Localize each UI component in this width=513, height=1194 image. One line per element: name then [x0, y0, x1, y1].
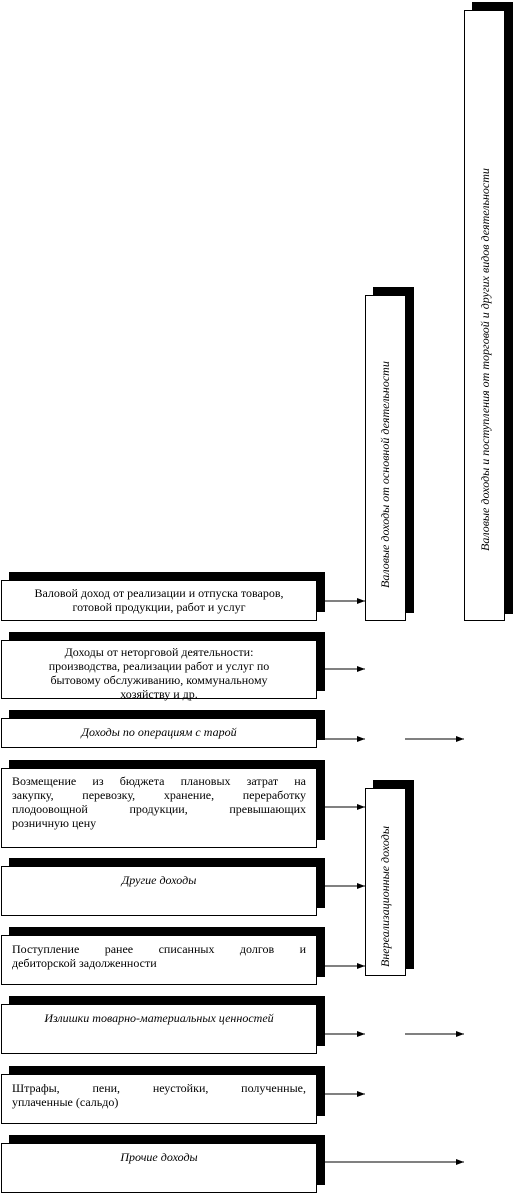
item-line: Возмещение из бюджета плановых затрат на [12, 774, 306, 788]
gross-main-box: Валовые доходы от основной деятельности [365, 295, 406, 621]
gross-main-label: Валовые доходы от основной деятельности [378, 361, 392, 588]
item-line: плодоовощной продукции, превышающих [12, 802, 306, 816]
item-line: Штрафы, пени, неустойки, полученные, [12, 1081, 306, 1095]
item-line: Доходы от неторговой деятельности: [64, 645, 254, 659]
item-line: Валовой доход от реализации и отпуска то… [34, 586, 284, 600]
item-text: Другие доходы [121, 873, 197, 887]
item-text: Излишки товарно-материальных ценностей [44, 1011, 274, 1025]
item-other-income: Другие доходы [1, 866, 317, 916]
item-non-trade: Доходы от неторговой деятельности: произ… [1, 640, 317, 701]
item-line: производства, реализации работ и услуг п… [48, 659, 270, 673]
item-gross-sales: Валовой доход от реализации и отпуска то… [1, 580, 317, 621]
gross-total-label: Валовые доходы и поступления от торговой… [478, 168, 492, 551]
item-surplus-inventory: Излишки товарно-материальных ценностей [1, 1004, 317, 1054]
item-line: готовой продукции, работ и услуг [72, 600, 246, 614]
item-container-ops: Доходы по операциям с тарой [1, 718, 317, 748]
item-line: закупку, перевозку, хранение, переработк… [12, 788, 306, 802]
non-operating-box: Внереализационные доходы [365, 788, 406, 976]
item-written-off-debts: Поступление ранее списанных долгов и деб… [1, 935, 317, 985]
non-operating-label: Внереализационные доходы [378, 826, 392, 967]
gross-total-box: Валовые доходы и поступления от торговой… [464, 10, 505, 621]
item-line: Поступление ранее списанных долгов и [12, 942, 306, 956]
item-line: уплаченные (сальдо) [12, 1095, 119, 1109]
item-text: Доходы по операциям с тарой [81, 725, 237, 739]
item-fines: Штрафы, пени, неустойки, полученные, упл… [1, 1074, 317, 1124]
item-line: бытовому обслуживанию, коммунальному [50, 673, 268, 687]
item-line: дебиторской задолженности [12, 956, 157, 970]
item-budget-refund: Возмещение из бюджета плановых затрат на… [1, 768, 317, 848]
item-line: хозяйству и др. [120, 687, 198, 701]
item-line: розничную цену [12, 816, 97, 830]
item-text: Прочие доходы [120, 1150, 198, 1164]
item-misc-income: Прочие доходы [1, 1143, 317, 1193]
